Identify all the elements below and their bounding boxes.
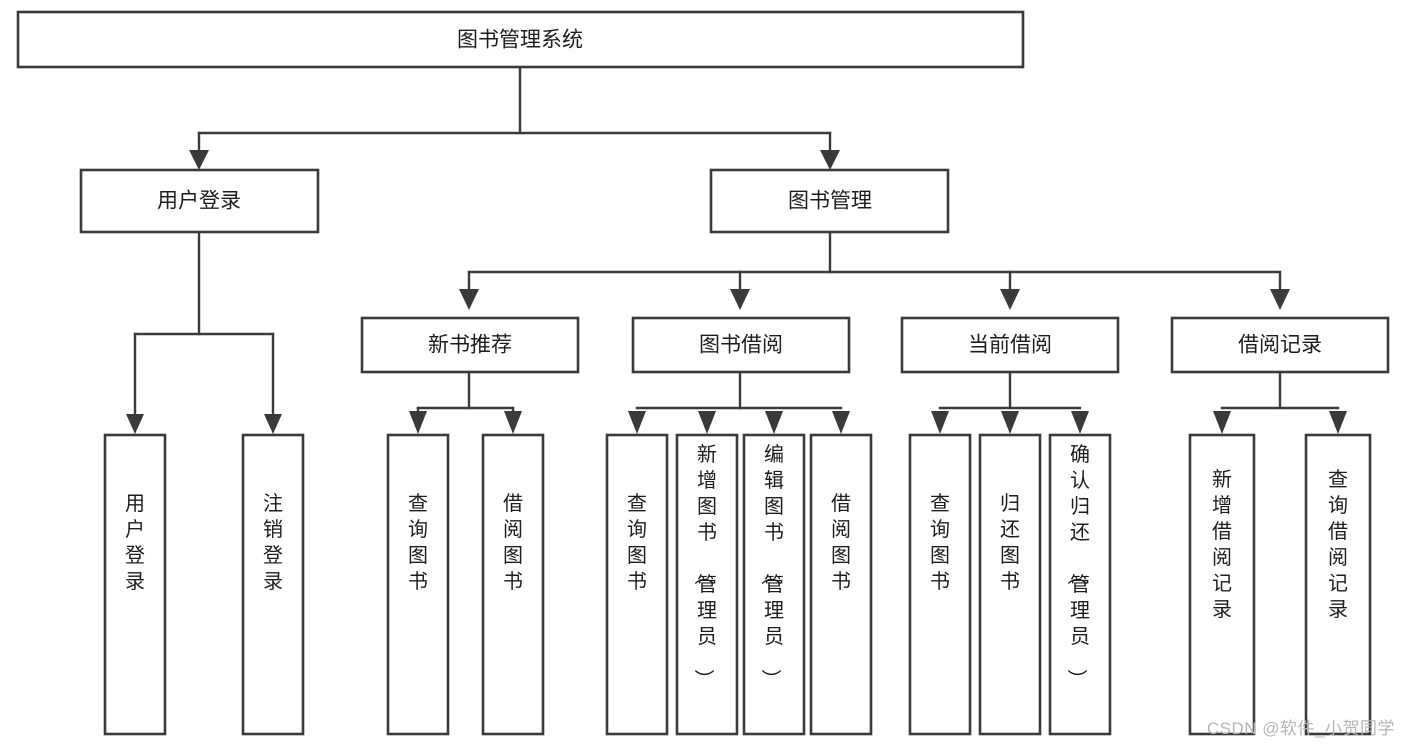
node-current-borrow-box[interactable] <box>900 316 1120 374</box>
arrowhead-book-borrow <box>730 289 750 310</box>
node-book-management[interactable]: 图书管理 <box>709 168 950 234</box>
arrowhead-borrow-record <box>1270 289 1290 310</box>
node-leaf-query-record-label: 查询借阅记录 <box>1328 468 1348 621</box>
node-leaf-edit-book-box[interactable] <box>742 433 806 736</box>
node-new-book-recommend[interactable]: 新书推荐 <box>360 316 580 374</box>
node-leaf-query-book-2-label: 查询图书 <box>627 492 647 593</box>
node-leaf-add-record-label: 新增借阅记录 <box>1212 468 1232 621</box>
node-book-borrow-box[interactable] <box>631 316 851 374</box>
node-leaf-user-login[interactable]: 用户登录 <box>103 433 167 736</box>
node-leaf-query-record[interactable]: 查询借阅记录 <box>1304 433 1372 736</box>
node-leaf-query-book-1-box[interactable] <box>386 433 450 736</box>
arrowhead-leaf-add-record <box>1213 411 1231 434</box>
node-root-label: 图书管理系统 <box>457 29 583 52</box>
node-leaf-logout[interactable]: 注销登录 <box>241 433 305 736</box>
node-leaf-user-login-box[interactable] <box>103 433 167 736</box>
arrowhead-leaf-borrow-book-2 <box>832 411 850 434</box>
node-book-management-box[interactable] <box>709 168 950 234</box>
node-leaf-query-book-3-box[interactable] <box>908 433 972 736</box>
node-leaf-borrow-book-2-label: 借阅图书 <box>831 492 851 593</box>
node-user-login[interactable]: 用户登录 <box>79 168 320 234</box>
node-leaf-borrow-book-2-box[interactable] <box>809 433 873 736</box>
node-borrow-record[interactable]: 借阅记录 <box>1170 316 1390 374</box>
node-leaf-return-book-label: 归还图书 <box>1000 492 1020 593</box>
node-leaf-user-login-label: 用户登录 <box>125 493 145 593</box>
node-leaf-query-book-1-label: 查询图书 <box>408 492 428 593</box>
node-leaf-confirm-return[interactable]: 确认归还（管理员） <box>1048 433 1112 736</box>
arrowhead-leaf-logout <box>264 414 282 434</box>
arrowhead-book-management <box>820 150 840 170</box>
node-borrow-record-box[interactable] <box>1170 316 1390 374</box>
csdn-watermark: CSDN @软件_小贺同学 <box>1206 719 1395 738</box>
node-leaf-add-record[interactable]: 新增借阅记录 <box>1188 433 1256 736</box>
node-root-box[interactable] <box>16 10 1025 69</box>
node-leaf-query-book-2[interactable]: 查询图书 <box>605 433 669 736</box>
node-new-book-recommend-label: 新书推荐 <box>428 334 512 357</box>
node-leaf-logout-label: 注销登录 <box>263 492 283 593</box>
node-leaf-borrow-book-1[interactable]: 借阅图书 <box>481 433 545 736</box>
arrowhead-leaf-user-login <box>126 414 144 434</box>
arrowhead-leaf-query-book-2 <box>628 411 646 434</box>
node-leaf-query-book-1[interactable]: 查询图书 <box>386 433 450 736</box>
node-leaf-query-record-box[interactable] <box>1304 433 1372 736</box>
arrowhead-new-book-recommend <box>459 289 479 310</box>
node-leaf-add-record-box[interactable] <box>1188 433 1256 736</box>
node-leaf-add-book-label: 新增图书（管理员） <box>692 443 717 689</box>
node-leaf-query-book-3-label: 查询图书 <box>930 492 950 593</box>
node-book-management-label: 图书管理 <box>788 190 872 213</box>
node-leaf-add-book-box[interactable] <box>675 433 739 736</box>
node-leaf-edit-book-label: 编辑图书（管理员） <box>759 443 784 689</box>
leaf-layer: 用户登录 注销登录 查询图书 借阅图书 查询图书 新增图书（管理员） <box>103 433 1372 736</box>
node-user-login-box[interactable] <box>79 168 320 234</box>
arrowhead-leaf-query-book-3 <box>931 411 949 434</box>
arrowhead-leaf-add-book <box>698 411 716 434</box>
node-new-book-recommend-box[interactable] <box>360 316 580 374</box>
arrowhead-leaf-borrow-book-1 <box>504 411 522 434</box>
node-leaf-confirm-return-box[interactable] <box>1048 433 1112 736</box>
node-leaf-borrow-book-2[interactable]: 借阅图书 <box>809 433 873 736</box>
node-leaf-add-book[interactable]: 新增图书（管理员） <box>675 433 739 736</box>
arrowhead-current-borrow <box>1000 289 1020 310</box>
node-current-borrow[interactable]: 当前借阅 <box>900 316 1120 374</box>
node-leaf-borrow-book-1-label: 借阅图书 <box>503 492 523 593</box>
connector-layer <box>126 65 1347 434</box>
node-leaf-return-book[interactable]: 归还图书 <box>978 433 1042 736</box>
node-leaf-logout-box[interactable] <box>241 433 305 736</box>
arrowhead-leaf-return-book <box>1001 411 1019 434</box>
node-user-login-label: 用户登录 <box>157 190 241 213</box>
node-borrow-record-label: 借阅记录 <box>1238 334 1322 357</box>
arrowhead-leaf-confirm-return <box>1071 411 1089 434</box>
arrowhead-leaf-query-record <box>1329 411 1347 434</box>
arrowhead-leaf-edit-book <box>765 411 783 434</box>
node-book-borrow-label: 图书借阅 <box>699 334 783 357</box>
node-current-borrow-label: 当前借阅 <box>968 334 1052 357</box>
node-leaf-query-book-3[interactable]: 查询图书 <box>908 433 972 736</box>
node-book-borrow[interactable]: 图书借阅 <box>631 316 851 374</box>
node-leaf-edit-book[interactable]: 编辑图书（管理员） <box>742 433 806 736</box>
node-leaf-return-book-box[interactable] <box>978 433 1042 736</box>
node-leaf-query-book-2-box[interactable] <box>605 433 669 736</box>
arrowhead-user-login <box>189 150 209 170</box>
node-leaf-borrow-book-1-box[interactable] <box>481 433 545 736</box>
arrowhead-leaf-query-book-1 <box>409 411 427 434</box>
node-leaf-confirm-return-label: 确认归还（管理员） <box>1065 443 1090 689</box>
node-root[interactable]: 图书管理系统 <box>16 10 1025 69</box>
